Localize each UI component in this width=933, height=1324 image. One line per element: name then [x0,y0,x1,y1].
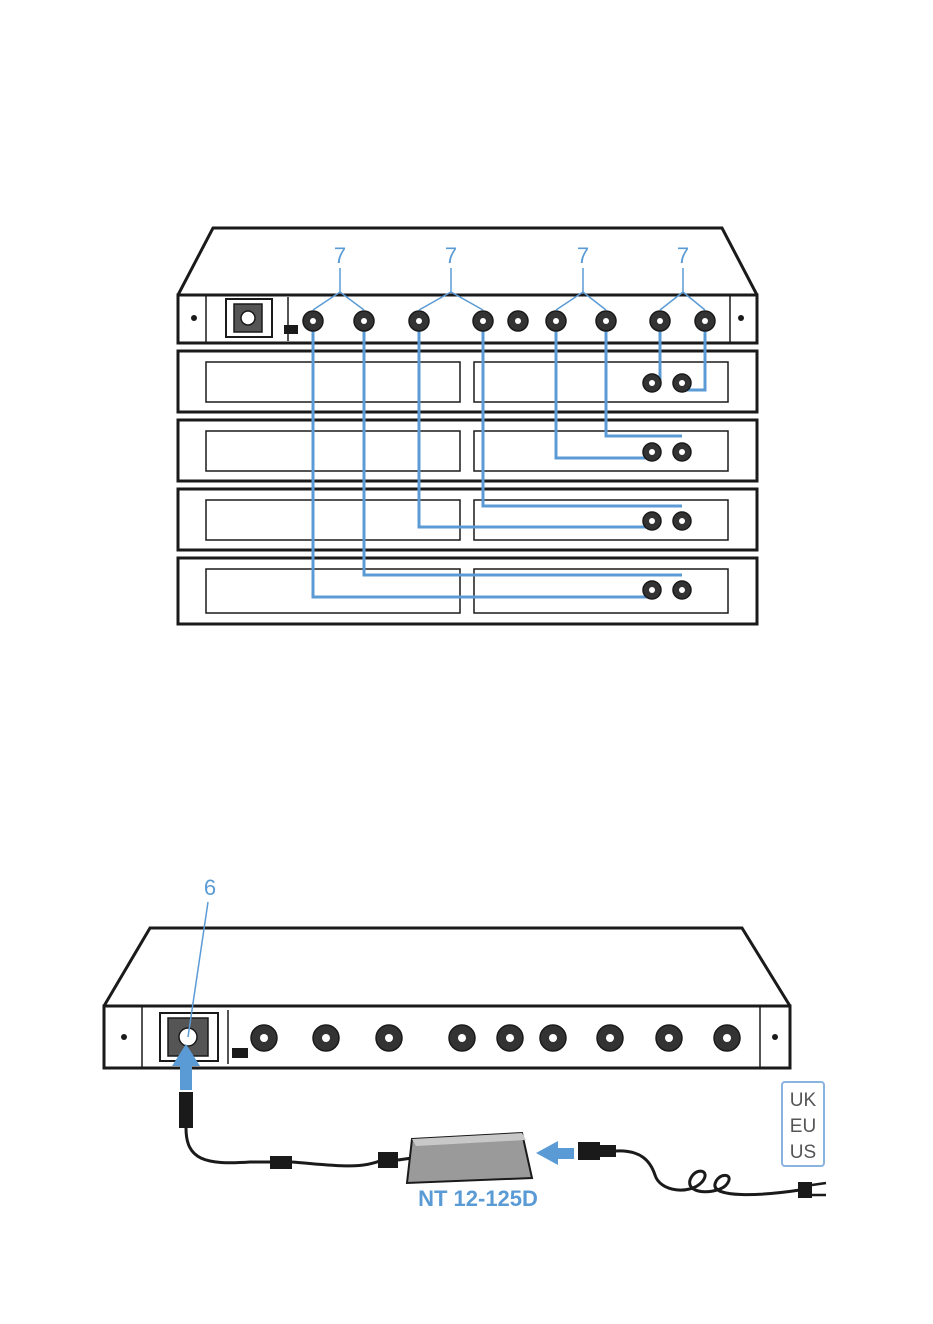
mains-connector [578,1142,600,1160]
mains-plug [798,1182,812,1198]
mains-cable [616,1151,800,1195]
region-eu: EU [790,1116,816,1137]
bottom-diagram: 6 NT 12-125D [104,875,826,1211]
power-supply-unit [407,1133,532,1183]
callout-7: 7 [677,243,689,268]
receiver-unit [178,351,757,412]
callout-7: 7 [445,243,457,268]
mains-region-box: UK EU US [782,1082,824,1166]
receiver-unit [178,558,757,624]
dc-cable [186,1128,270,1163]
splitter-top-panel [178,228,757,295]
region-uk: UK [790,1090,817,1111]
receiver-stack [178,351,757,624]
top-diagram: 7 7 7 7 [178,228,757,624]
callout-6: 6 [204,875,216,900]
receiver-unit [178,489,757,550]
callout-7: 7 [334,243,346,268]
power-supply-label: NT 12-125D [418,1186,538,1211]
dc-plug [179,1092,193,1128]
region-us: US [790,1142,816,1163]
callout-7: 7 [577,243,589,268]
insert-arrow-icon [536,1141,574,1165]
receiver-unit [178,420,757,481]
splitter-top-panel [104,928,790,1006]
